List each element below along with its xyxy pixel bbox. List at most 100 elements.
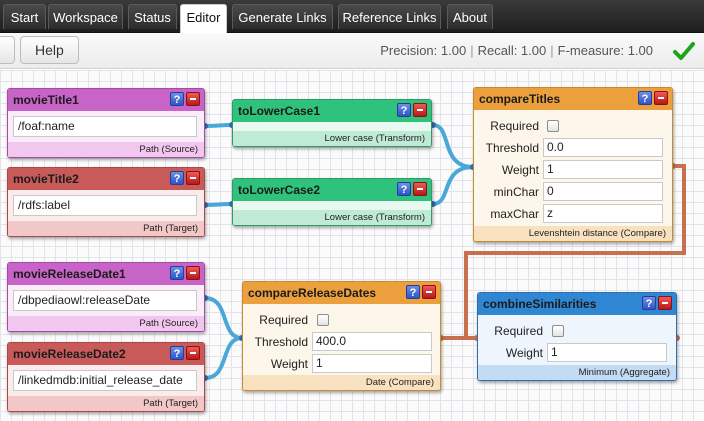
param-label: maxChar — [490, 207, 539, 221]
param-maxchar: maxChar z — [474, 204, 672, 224]
help-button[interactable]: Help — [20, 36, 79, 64]
param-label: Required — [494, 324, 543, 338]
recall-value: Recall: 1.00 — [477, 43, 547, 58]
operator-title[interactable]: toLowerCase1 ? — [233, 100, 431, 122]
wire-lower2-comparetitles — [431, 165, 475, 206]
operator-title[interactable]: movieTitle1 ? — [8, 89, 204, 111]
operator-name: movieTitle2 — [13, 172, 79, 186]
operator-type: Path (Source) — [8, 316, 204, 331]
operator-combinesimilarities[interactable]: combineSimilarities ? Required Weight 1 … — [477, 292, 677, 381]
weight-input[interactable]: 1 — [312, 354, 432, 373]
operator-type: Levenshtein distance (Compare) — [474, 226, 672, 241]
operator-type: Minimum (Aggregate) — [478, 365, 676, 380]
operator-title[interactable]: combineSimilarities ? — [478, 293, 676, 315]
minchar-input[interactable]: 0 — [543, 182, 663, 201]
operator-tolowercase1[interactable]: toLowerCase1 ? Lower case (Transform) — [232, 99, 432, 147]
param-threshold: Threshold 400.0 — [243, 332, 440, 352]
required-checkbox[interactable] — [317, 314, 329, 326]
operator-title[interactable]: movieReleaseDate2 ? — [8, 343, 204, 365]
operator-name: toLowerCase2 — [238, 183, 321, 197]
threshold-input[interactable]: 400.0 — [312, 332, 432, 351]
help-icon[interactable]: ? — [170, 171, 184, 185]
tab-editor[interactable]: Editor — [180, 4, 227, 33]
operator-title[interactable]: compareReleaseDates ? — [243, 282, 440, 304]
weight-input[interactable]: 1 — [547, 343, 667, 362]
help-icon[interactable]: ? — [406, 285, 420, 299]
remove-icon[interactable] — [658, 296, 672, 310]
path-input[interactable]: /foaf:name — [13, 116, 197, 137]
param-threshold: Threshold 0.0 — [474, 138, 672, 158]
editor-toolbar: Help Precision: 1.00|Recall: 1.00|F-meas… — [0, 33, 704, 69]
tab-about[interactable]: About — [447, 4, 493, 29]
editor-canvas[interactable]: movieTitle1 ? /foaf:name Path (Source) m… — [0, 70, 704, 421]
required-checkbox[interactable] — [552, 325, 564, 337]
operator-movietitle1[interactable]: movieTitle1 ? /foaf:name Path (Source) — [7, 88, 205, 158]
param-label: Threshold — [254, 335, 308, 349]
toolbar-button-partial[interactable] — [0, 36, 15, 64]
remove-icon[interactable] — [422, 285, 436, 299]
operator-name: toLowerCase1 — [238, 104, 321, 118]
wire-lower1-comparetitles — [431, 123, 475, 169]
operator-type: Path (Target) — [8, 396, 204, 411]
help-icon[interactable]: ? — [170, 346, 184, 360]
tab-workspace[interactable]: Workspace — [48, 4, 123, 29]
operator-title[interactable]: toLowerCase2 ? — [233, 179, 431, 201]
required-checkbox[interactable] — [547, 120, 559, 132]
threshold-input[interactable]: 0.0 — [543, 138, 663, 157]
param-label: Threshold — [485, 141, 539, 155]
operator-movietitle2[interactable]: movieTitle2 ? /rdfs:label Path (Target) — [7, 167, 205, 237]
operator-title[interactable]: movieTitle2 ? — [8, 168, 204, 190]
remove-icon[interactable] — [413, 182, 427, 196]
checkmark-icon — [673, 42, 695, 60]
path-input[interactable]: /rdfs:label — [13, 195, 197, 216]
operator-comparereleasedates[interactable]: compareReleaseDates ? Required Threshold… — [242, 281, 441, 391]
help-icon[interactable]: ? — [638, 91, 652, 105]
path-input[interactable]: /linkedmdb:initial_release_date — [13, 370, 197, 391]
param-required: Required — [478, 321, 676, 341]
fmeasure-value: F-measure: 1.00 — [557, 43, 653, 58]
operator-title[interactable]: compareTitles ? — [474, 88, 672, 110]
param-label: Required — [259, 313, 308, 327]
operator-comparetitles[interactable]: compareTitles ? Required Threshold 0.0 W… — [473, 87, 673, 242]
weight-input[interactable]: 1 — [543, 160, 663, 179]
remove-icon[interactable] — [186, 266, 200, 280]
operator-tolowercase2[interactable]: toLowerCase2 ? Lower case (Transform) — [232, 178, 432, 226]
remove-icon[interactable] — [186, 346, 200, 360]
help-icon[interactable]: ? — [170, 92, 184, 106]
remove-icon[interactable] — [413, 103, 427, 117]
tab-reference-links[interactable]: Reference Links — [338, 4, 441, 29]
param-weight: Weight 1 — [478, 343, 676, 363]
operator-moviereleasedate2[interactable]: movieReleaseDate2 ? /linkedmdb:initial_r… — [7, 342, 205, 412]
maxchar-input[interactable]: z — [543, 204, 663, 223]
path-input[interactable]: /dbpediaowl:releaseDate — [13, 290, 197, 311]
tab-status[interactable]: Status — [128, 4, 177, 29]
operator-moviereleasedate1[interactable]: movieReleaseDate1 ? /dbpediaowl:releaseD… — [7, 262, 205, 332]
tab-start[interactable]: Start — [3, 4, 46, 29]
operator-name: movieTitle1 — [13, 93, 79, 107]
operator-type: Date (Compare) — [243, 375, 440, 390]
operator-type: Path (Target) — [8, 221, 204, 236]
operator-name: movieReleaseDate2 — [13, 347, 126, 361]
remove-icon[interactable] — [654, 91, 668, 105]
remove-icon[interactable] — [186, 171, 200, 185]
operator-name: compareReleaseDates — [248, 286, 377, 300]
metrics-separator: | — [550, 43, 554, 58]
operator-type: Lower case (Transform) — [233, 131, 431, 146]
param-weight: Weight 1 — [243, 354, 440, 374]
help-icon[interactable]: ? — [642, 296, 656, 310]
wire-date2-comparedates — [203, 336, 244, 380]
help-icon[interactable]: ? — [397, 182, 411, 196]
param-required: Required — [243, 310, 440, 330]
param-minchar: minChar 0 — [474, 182, 672, 202]
help-icon[interactable]: ? — [397, 103, 411, 117]
param-required: Required — [474, 116, 672, 136]
wire-comparetitles-combine — [464, 164, 686, 340]
param-label: minChar — [493, 185, 539, 199]
remove-icon[interactable] — [186, 92, 200, 106]
operator-title[interactable]: movieReleaseDate1 ? — [8, 263, 204, 285]
metrics-separator: | — [470, 43, 474, 58]
param-weight: Weight 1 — [474, 160, 672, 180]
help-icon[interactable]: ? — [170, 266, 184, 280]
tab-generate-links[interactable]: Generate Links — [232, 4, 333, 29]
wire-date1-comparedates — [203, 296, 244, 340]
